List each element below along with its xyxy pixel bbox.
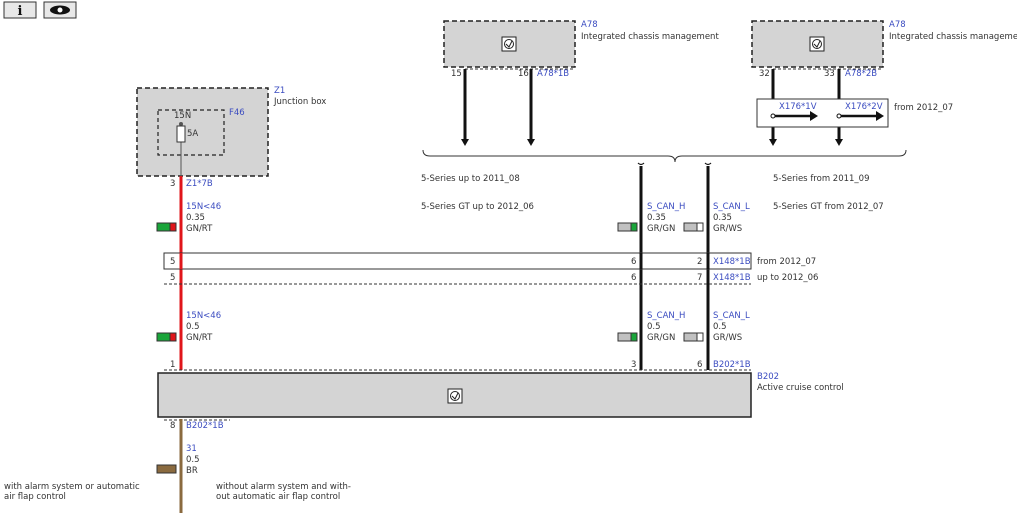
a78-left-module[interactable] bbox=[443, 20, 576, 68]
z1-connector[interactable]: Z1*7B bbox=[186, 179, 213, 189]
wire-color-swatch bbox=[156, 222, 177, 232]
a78-right-connector[interactable]: A78*2B bbox=[845, 69, 877, 79]
x148-top-connector-label[interactable]: X148*1B bbox=[713, 257, 751, 267]
footnote-mid-2: out automatic air flap control bbox=[216, 492, 340, 502]
wire3-signal[interactable]: S_CAN_L bbox=[713, 202, 750, 212]
wire-color-swatch bbox=[617, 332, 638, 342]
footnote-left-1: with alarm system or automatic bbox=[4, 482, 140, 492]
x176-note: from 2012_07 bbox=[894, 103, 953, 113]
x148-top-pin-left: 5 bbox=[170, 257, 175, 267]
wire2-size: 0.35 bbox=[647, 213, 666, 223]
fuse-holder bbox=[157, 109, 225, 156]
fuse-rating: 5A bbox=[187, 129, 198, 139]
module-icon bbox=[447, 388, 463, 404]
wire3-color: GR/WS bbox=[713, 224, 742, 234]
footnote-left-2: air flap control bbox=[4, 492, 66, 502]
view-button[interactable] bbox=[43, 1, 77, 19]
wire1-lower-signal[interactable]: 15N<46 bbox=[186, 311, 221, 321]
x176-right-label[interactable]: X176*2V bbox=[845, 102, 883, 112]
b202-id[interactable]: B202 bbox=[757, 372, 779, 382]
arrow-down-icon bbox=[527, 139, 535, 146]
info-button[interactable]: i bbox=[3, 1, 37, 19]
a78-left-pin1: 15 bbox=[451, 69, 462, 79]
x148-bottom-note: up to 2012_06 bbox=[757, 273, 818, 283]
wire-color-swatch bbox=[683, 332, 704, 342]
a78-left-pin2: 16 bbox=[518, 69, 529, 79]
wire3-size: 0.35 bbox=[713, 213, 732, 223]
wire3-lower-signal[interactable]: S_CAN_L bbox=[713, 311, 750, 321]
wire-color-swatch bbox=[683, 222, 704, 232]
x148-top-note: from 2012_07 bbox=[757, 257, 816, 267]
x148-top-connector bbox=[163, 252, 752, 270]
wire3-lower-size: 0.5 bbox=[713, 322, 727, 332]
arrow-down-icon bbox=[769, 139, 777, 146]
info-icon: i bbox=[18, 4, 23, 19]
module-icon bbox=[809, 36, 825, 52]
a78-right-id[interactable]: A78 bbox=[889, 20, 906, 30]
wire-color-swatch bbox=[156, 332, 177, 342]
variant-right-2: 5-Series GT from 2012_07 bbox=[773, 202, 884, 212]
b202-module[interactable] bbox=[157, 372, 752, 418]
variant-brace bbox=[422, 149, 907, 163]
a78-left-desc: Integrated chassis management bbox=[581, 32, 719, 42]
z1-junction-box[interactable] bbox=[136, 87, 269, 177]
a78-right-pin2: 33 bbox=[824, 69, 835, 79]
wire2-signal[interactable]: S_CAN_H bbox=[647, 202, 685, 212]
z1-desc: Junction box bbox=[273, 97, 326, 107]
x148-bottom-pin-mid: 6 bbox=[631, 273, 636, 283]
wire2-lower-size: 0.5 bbox=[647, 322, 661, 332]
ground-color: BR bbox=[186, 466, 198, 476]
wire1-size: 0.35 bbox=[186, 213, 205, 223]
variant-right-1: 5-Series from 2011_09 bbox=[773, 174, 870, 184]
z1-id[interactable]: Z1 bbox=[274, 86, 285, 96]
x148-top-pin-right: 2 bbox=[697, 257, 702, 267]
b202-connector-bottom[interactable]: B202*1B bbox=[186, 421, 224, 431]
wire2-lower-color: GR/GN bbox=[647, 333, 675, 343]
wire-color-swatch bbox=[617, 222, 638, 232]
footnote-mid-1: without alarm system and with- bbox=[216, 482, 351, 492]
ground-size: 0.5 bbox=[186, 455, 200, 465]
wire1-lower-size: 0.5 bbox=[186, 322, 200, 332]
ground-signal[interactable]: 31 bbox=[186, 444, 197, 454]
arrow-down-icon bbox=[461, 139, 469, 146]
wire-color-swatch bbox=[156, 464, 177, 474]
x176-left-label[interactable]: X176*1V bbox=[779, 102, 817, 112]
arrow-down-icon bbox=[835, 139, 843, 146]
module-icon bbox=[501, 36, 517, 52]
wire1-signal[interactable]: 15N<46 bbox=[186, 202, 221, 212]
x148-bottom-pin-left: 5 bbox=[170, 273, 175, 283]
variant-left-2: 5-Series GT up to 2012_06 bbox=[421, 202, 534, 212]
variant-left-1: 5-Series up to 2011_08 bbox=[421, 174, 520, 184]
x148-top-pin-mid: 6 bbox=[631, 257, 636, 267]
wire1-lower-color: GN/RT bbox=[186, 333, 213, 343]
eye-icon bbox=[50, 5, 70, 15]
wire2-color: GR/GN bbox=[647, 224, 675, 234]
wire1-color: GN/RT bbox=[186, 224, 213, 234]
wire2-lower-signal[interactable]: S_CAN_H bbox=[647, 311, 685, 321]
b202-connector-top[interactable]: B202*1B bbox=[713, 360, 751, 370]
x148-bottom-pin-right: 7 bbox=[697, 273, 702, 283]
z1-pin: 3 bbox=[170, 179, 175, 189]
fuse-icon bbox=[176, 125, 186, 143]
b202-pin6: 6 bbox=[697, 360, 702, 370]
b202-pin8: 8 bbox=[170, 421, 175, 431]
b202-pin1: 1 bbox=[170, 360, 175, 370]
wire3-lower-color: GR/WS bbox=[713, 333, 742, 343]
b202-pin3: 3 bbox=[631, 360, 636, 370]
a78-left-connector[interactable]: A78*1B bbox=[537, 69, 569, 79]
fuse-id[interactable]: F46 bbox=[229, 108, 245, 118]
arrow-right-icon bbox=[810, 111, 818, 121]
b202-desc: Active cruise control bbox=[757, 383, 844, 393]
a78-right-pin1: 32 bbox=[759, 69, 770, 79]
a78-right-module[interactable] bbox=[751, 20, 884, 68]
x148-bottom-connector-label[interactable]: X148*1B bbox=[713, 273, 751, 283]
a78-right-desc: Integrated chassis management bbox=[889, 32, 1017, 42]
arrow-right-icon bbox=[876, 111, 884, 121]
fuse-top-label: 15N bbox=[174, 111, 191, 121]
x176-connector-box bbox=[756, 98, 889, 128]
a78-left-id[interactable]: A78 bbox=[581, 20, 598, 30]
